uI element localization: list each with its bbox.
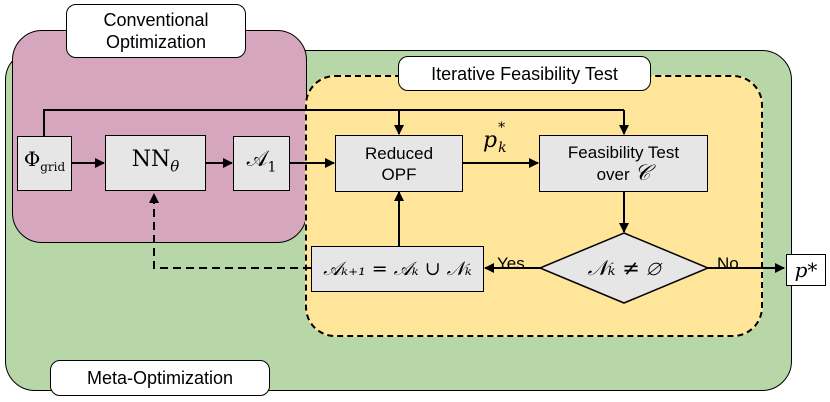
feasibility-test-node-line2: over 𝒞 <box>596 161 651 186</box>
pk-star-edge-label: p*k <box>483 120 507 156</box>
feasibility-test-label: Iterative Feasibility Test <box>398 56 651 91</box>
conventional-optimization-label: Conventional Optimization <box>66 4 246 58</box>
decision-condition-label: 𝒩ₖ ≠ ∅ <box>587 256 661 280</box>
feed-line <box>43 109 624 136</box>
meta-optimization-label: Meta-Optimization <box>50 360 270 396</box>
feasibility-test-node-line1: Feasibility Test <box>567 143 680 162</box>
feasibility-test-text: Iterative Feasibility Test <box>431 63 618 84</box>
meta-optimization-text: Meta-Optimization <box>86 368 234 388</box>
phi-grid-node: Φgrid <box>17 136 72 191</box>
feedback-dashed-line <box>149 193 311 269</box>
reduced-opf-node: Reduced OPF <box>335 135 463 192</box>
phi-grid-label: Φgrid <box>23 147 66 175</box>
yes-edge-label: Yes <box>497 254 525 273</box>
feasibility-test-region <box>305 75 763 337</box>
nn-theta-label: NNθ <box>131 146 180 176</box>
reduced-opf-label: Reduced OPF <box>364 143 434 184</box>
active-set-initial-node: 𝒜1 <box>233 136 290 191</box>
active-set-update-node: 𝒜ₖ₊₁ = 𝒜ₖ ∪ 𝒩ₖ <box>311 246 484 292</box>
optimal-output-label: p* <box>794 257 818 282</box>
conventional-optimization-text: Conventional Optimization <box>103 10 209 52</box>
active-set-initial-label: 𝒜1 <box>246 146 277 176</box>
no-edge-label: No <box>717 254 739 273</box>
feasibility-test-node: Feasibility Test over 𝒞 <box>539 135 708 192</box>
nn-theta-node: NNθ <box>105 135 206 191</box>
optimal-output-node: p* <box>786 254 826 286</box>
active-set-update-label: 𝒜ₖ₊₁ = 𝒜ₖ ∪ 𝒩ₖ <box>323 257 472 280</box>
